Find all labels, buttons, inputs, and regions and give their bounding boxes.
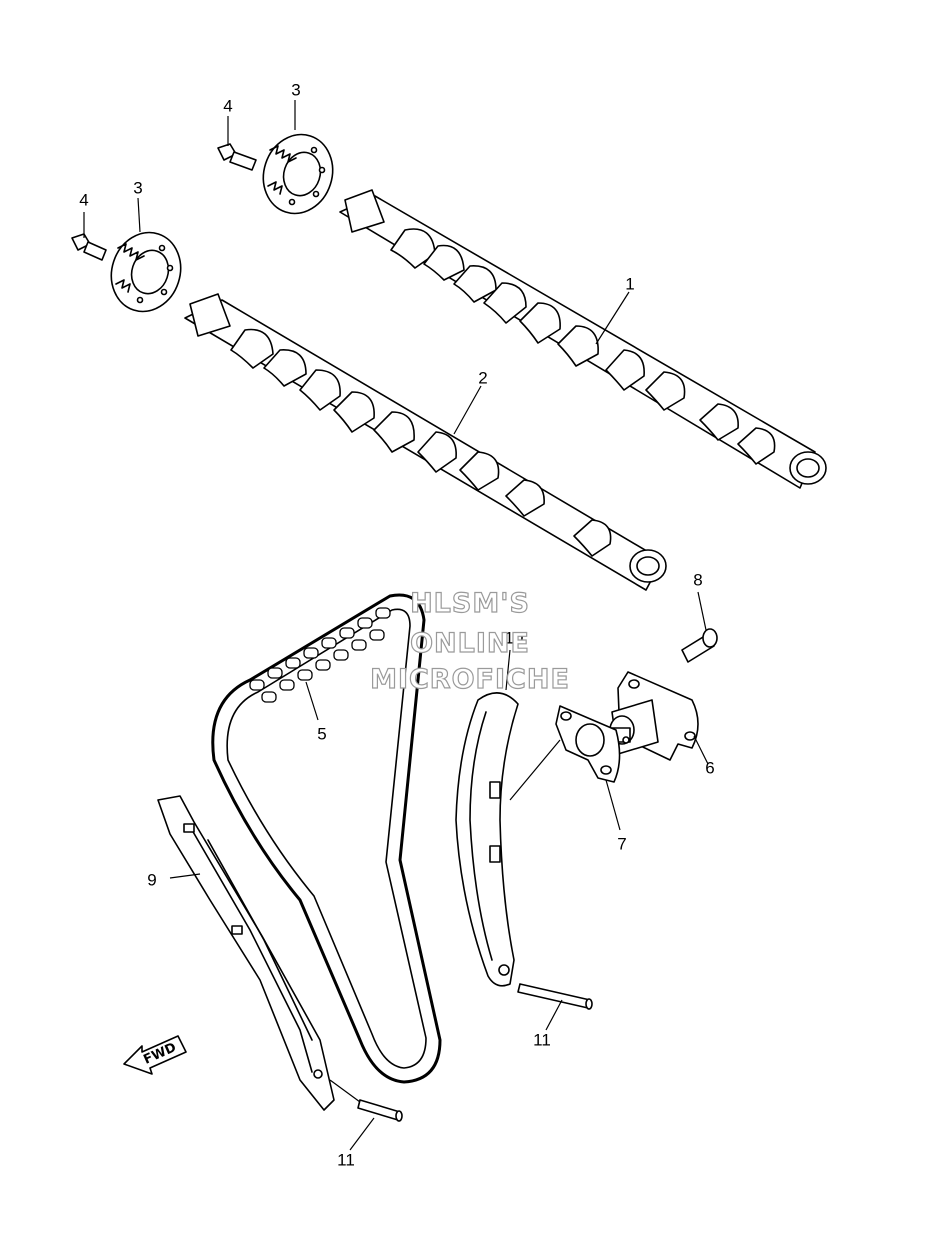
callout-5: 5 bbox=[317, 724, 327, 744]
fwd-arrow-icon bbox=[123, 1035, 187, 1075]
bolt-lower bbox=[71, 233, 107, 261]
camshaft-1 bbox=[339, 189, 827, 489]
chain-guide-9 bbox=[157, 795, 335, 1111]
pin-right bbox=[517, 983, 593, 1010]
callout-2: 2 bbox=[478, 368, 488, 388]
callout-11-right: 11 bbox=[533, 1030, 551, 1050]
tensioner-bolt bbox=[681, 628, 718, 663]
callout-10: 10 bbox=[504, 628, 524, 648]
cam-sprocket-upper bbox=[262, 133, 334, 215]
bolt-upper bbox=[217, 143, 257, 171]
callout-11-left: 11 bbox=[337, 1150, 355, 1170]
camshaft-2 bbox=[184, 293, 667, 591]
callout-6: 6 bbox=[705, 758, 715, 778]
callout-1: 1 bbox=[625, 274, 635, 294]
watermark-line-1: HLSM'S bbox=[409, 588, 530, 619]
callout-9: 9 bbox=[147, 870, 157, 890]
timing-chain bbox=[211, 593, 442, 1084]
callout-3-upper: 3 bbox=[291, 80, 301, 100]
chain-guide-10 bbox=[455, 692, 519, 987]
cam-sprocket-lower bbox=[110, 231, 182, 313]
callout-7: 7 bbox=[617, 834, 627, 854]
callout-8: 8 bbox=[693, 570, 703, 590]
tensioner-gasket bbox=[555, 705, 621, 783]
pin-left bbox=[357, 1099, 403, 1122]
cam-chain-tensioner bbox=[609, 671, 699, 761]
callout-3-lower: 3 bbox=[133, 178, 143, 198]
callout-4-lower: 4 bbox=[79, 190, 89, 210]
leader-lines bbox=[83, 100, 709, 1151]
watermark-line-2: ONLINE bbox=[409, 628, 530, 659]
watermark-line-3: MICROFICHE bbox=[369, 664, 570, 695]
callout-4-upper: 4 bbox=[223, 96, 233, 116]
